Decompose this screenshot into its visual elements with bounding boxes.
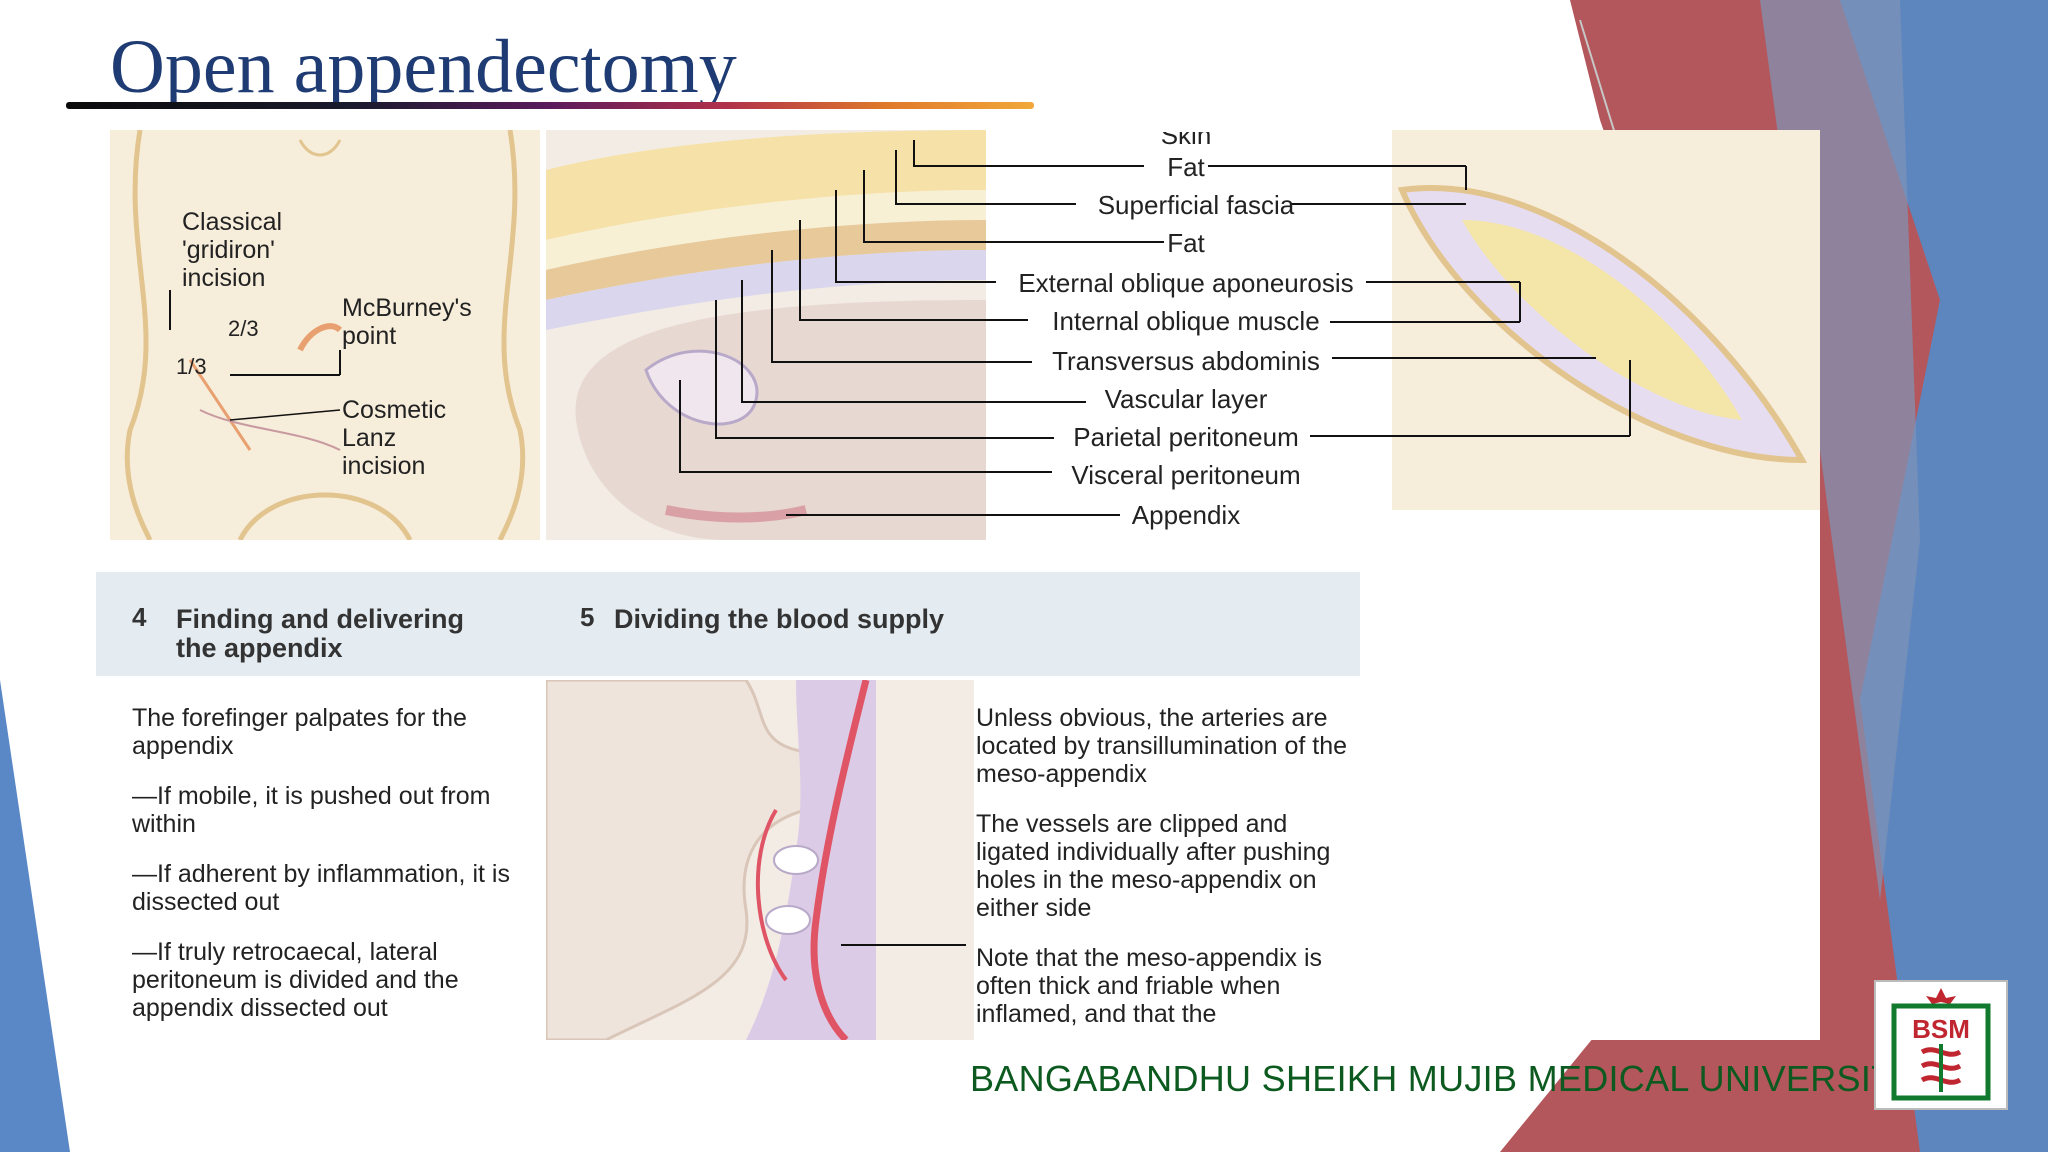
- step4-paragraph: —If adherent by inflammation, it is diss…: [132, 860, 510, 916]
- meso-appendix-diagram: [546, 680, 974, 1040]
- right-blue-shape: [1840, 0, 2048, 1152]
- step5-text: Unless obvious, the arteries are located…: [976, 704, 1366, 1050]
- layer-label-superficial-fascia: Superficial fascia: [1097, 190, 1295, 220]
- abdomen-diagram: [110, 130, 540, 540]
- step4-number: 4: [132, 602, 147, 632]
- layer-leader-lines: [679, 140, 1631, 516]
- layer-label-fat-2: Fat: [1167, 228, 1205, 258]
- label-lanz-incision: Cosmetic Lanz incision: [342, 396, 447, 480]
- textbook-figure: Classical 'gridiron' incision 2/3 1/3 Mc…: [96, 130, 1820, 1040]
- step5-number: 5: [580, 602, 595, 632]
- label-classical-incision: Classical 'gridiron' incision: [182, 208, 283, 292]
- layer-label-external-oblique: External oblique aponeurosis: [1018, 268, 1354, 298]
- step-header-bar: [96, 572, 1360, 676]
- label-mcburney-point: McBurney's point: [342, 294, 472, 350]
- layer-label-internal-oblique: Internal oblique muscle: [1052, 306, 1320, 336]
- step4-paragraph: —If mobile, it is pushed out from within: [132, 782, 491, 838]
- wound-diagram: [1392, 130, 1820, 510]
- university-logo: BSM: [1874, 980, 2008, 1110]
- title-underline: [66, 102, 1034, 109]
- label-two-thirds: 2/3: [228, 316, 259, 341]
- logo-lettering: BSM: [1912, 1014, 1970, 1044]
- layer-label-fat-1: Fat: [1167, 152, 1205, 182]
- layer-label-transversus: Transversus abdominis: [1052, 346, 1320, 376]
- step4-paragraph: —If truly retrocaecal, lateral peritoneu…: [132, 938, 459, 1022]
- left-blue-shape: [0, 680, 70, 1152]
- slide-title: Open appendectomy: [110, 25, 737, 109]
- layer-label-skin: Skin: [1160, 120, 1212, 150]
- step5-paragraph: Note that the meso-appendix is often thi…: [976, 944, 1323, 1028]
- layer-label-vascular: Vascular layer: [1104, 384, 1268, 414]
- step4-title: Finding and delivering the appendix: [176, 604, 465, 663]
- thin-line: [1579, 19, 1621, 151]
- step4-text: The forefinger palpates for the appendix…: [132, 704, 532, 1044]
- step5-title: Dividing the blood supply: [614, 604, 944, 634]
- step5-paragraph: Unless obvious, the arteries are located…: [976, 704, 1348, 788]
- layer-label-appendix: Appendix: [1131, 500, 1241, 530]
- layer-label-visceral-peritoneum: Visceral peritoneum: [1071, 460, 1301, 490]
- abdominal-wall-layers: [546, 130, 986, 540]
- step5-paragraph: The vessels are clipped and ligated indi…: [976, 810, 1331, 922]
- label-one-third: 1/3: [176, 354, 207, 379]
- step4-paragraph: The forefinger palpates for the appendix: [132, 704, 467, 760]
- university-name: BANGABANDHU SHEIKH MUJIB MEDICAL UNIVERS…: [970, 1058, 1918, 1099]
- layer-label-parietal-peritoneum: Parietal peritoneum: [1073, 422, 1299, 452]
- bsmmu-logo-icon: BSM: [1891, 988, 1991, 1101]
